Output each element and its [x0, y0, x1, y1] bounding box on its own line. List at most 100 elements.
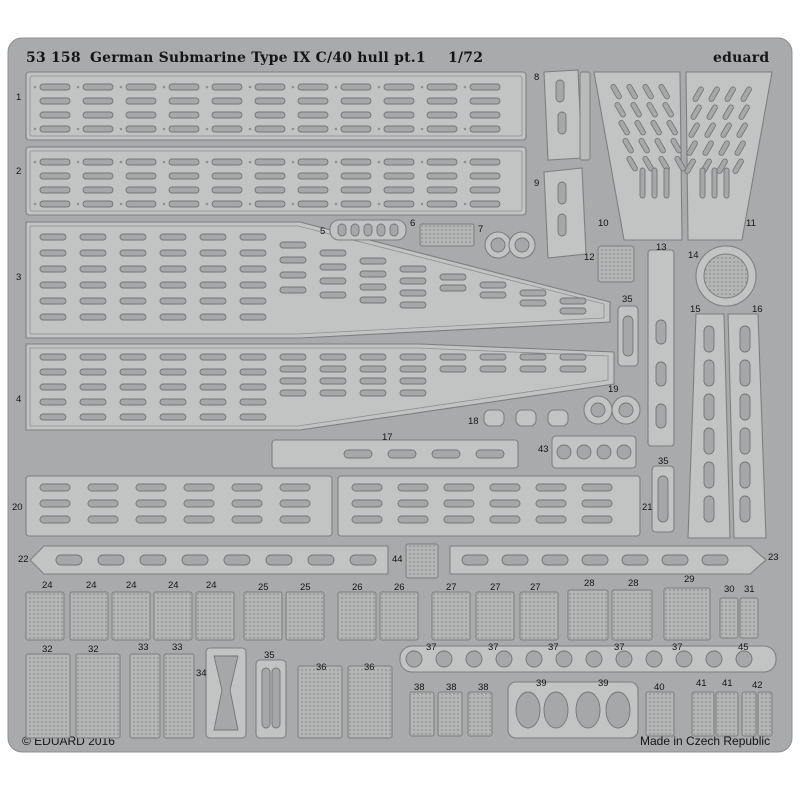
part-label-17: 17: [382, 432, 393, 443]
part-label-22: 22: [18, 554, 29, 565]
part-1: [25, 71, 527, 141]
part-label-25: 25: [300, 582, 311, 593]
part-label-1: 1: [16, 92, 21, 103]
part-label-37: 37: [488, 642, 499, 653]
part-23: [449, 545, 767, 575]
part-label-27: 27: [446, 582, 457, 593]
part-label-35: 35: [264, 650, 275, 661]
part-14: [695, 245, 757, 307]
part-label-33: 33: [138, 642, 149, 653]
mesh-row-upper: [25, 587, 759, 641]
part-4: [25, 343, 615, 431]
part-22: [29, 545, 389, 575]
part-label-24: 24: [86, 580, 97, 591]
part-label-42: 42: [752, 680, 763, 691]
part-15: [687, 313, 731, 539]
part-label-37: 37: [426, 642, 437, 653]
part-label-16: 16: [752, 304, 763, 315]
part-16: [727, 313, 767, 539]
part-label-21: 21: [642, 502, 653, 513]
part-label-7: 7: [478, 224, 483, 235]
part-11: [684, 71, 773, 241]
part-label-37: 37: [672, 642, 683, 653]
part-label-31: 31: [744, 584, 755, 595]
part-label-11: 11: [746, 218, 756, 229]
part-label-9: 9: [534, 178, 539, 189]
part-label-39: 39: [598, 678, 609, 689]
part-43: [551, 435, 637, 469]
part-label-44: 44: [392, 554, 403, 565]
catalog-number: 53 158: [26, 50, 81, 66]
brand-name: eduard: [713, 50, 769, 66]
part-label-35: 35: [658, 456, 669, 467]
part-label-45: 45: [738, 642, 749, 653]
part-label-13: 13: [656, 242, 667, 253]
part-39: [507, 681, 639, 739]
part-label-36: 36: [316, 662, 327, 673]
part-17: [271, 439, 519, 469]
part-9: [543, 167, 587, 259]
part-35-lower: [651, 465, 675, 533]
part-label-26: 26: [394, 582, 405, 593]
part-10: [593, 71, 686, 241]
part-label-27: 27: [530, 582, 541, 593]
part-3: [25, 221, 611, 339]
part-label-32: 32: [88, 644, 99, 655]
part-label-33: 33: [172, 642, 183, 653]
part-label-27: 27: [490, 582, 501, 593]
part-label-24: 24: [42, 580, 53, 591]
part-label-2: 2: [16, 166, 21, 177]
mesh-row-lower: [25, 653, 773, 739]
part-13: [647, 249, 675, 447]
part-label-25: 25: [258, 582, 269, 593]
origin-text: Made in Czech Republic: [640, 734, 770, 748]
part-label-38: 38: [414, 682, 425, 693]
part-label-12: 12: [584, 252, 595, 263]
part-label-32: 32: [42, 644, 53, 655]
part-label-28: 28: [628, 578, 639, 589]
part-label-18: 18: [468, 416, 479, 427]
part-label-39: 39: [536, 678, 547, 689]
part-label-41: 41: [696, 678, 707, 689]
part-label-40: 40: [654, 682, 665, 693]
part-label-26: 26: [352, 582, 363, 593]
part-label-19: 19: [608, 384, 619, 395]
part-20b: [337, 475, 641, 537]
part-label-10: 10: [598, 218, 609, 229]
sheet-title: German Submarine Type IX C/40 hull pt.1: [90, 50, 426, 66]
part-34: [205, 647, 247, 739]
part-7: [484, 231, 536, 259]
part-label-30: 30: [724, 584, 735, 595]
part-label-41: 41: [722, 678, 733, 689]
part-label-37: 37: [614, 642, 625, 653]
part-35-bottom: [255, 659, 287, 739]
part-8: [543, 69, 591, 161]
part-label-14: 14: [688, 250, 699, 261]
part-2: [25, 146, 527, 216]
part-label-43: 43: [538, 444, 549, 455]
sheet-scale: 1/72: [448, 50, 483, 66]
part-label-38: 38: [446, 682, 457, 693]
part-37: [399, 645, 777, 673]
part-18: [483, 409, 569, 427]
part-label-35: 35: [622, 294, 633, 305]
part-label-36: 36: [364, 662, 375, 673]
part-label-24: 24: [168, 580, 179, 591]
part-label-20: 20: [12, 502, 23, 513]
part-20: [25, 475, 333, 537]
part-label-24: 24: [206, 580, 217, 591]
part-12: [597, 245, 635, 283]
part-label-15: 15: [690, 304, 701, 315]
part-44: [405, 543, 439, 579]
part-label-28: 28: [584, 578, 595, 589]
part-5: [329, 219, 407, 241]
part-label-23: 23: [768, 552, 779, 563]
part-label-38: 38: [478, 682, 489, 693]
part-label-5: 5: [320, 226, 325, 237]
part-label-3: 3: [16, 272, 21, 283]
part-19: [583, 395, 641, 425]
part-label-37: 37: [548, 642, 559, 653]
part-label-4: 4: [16, 394, 21, 405]
